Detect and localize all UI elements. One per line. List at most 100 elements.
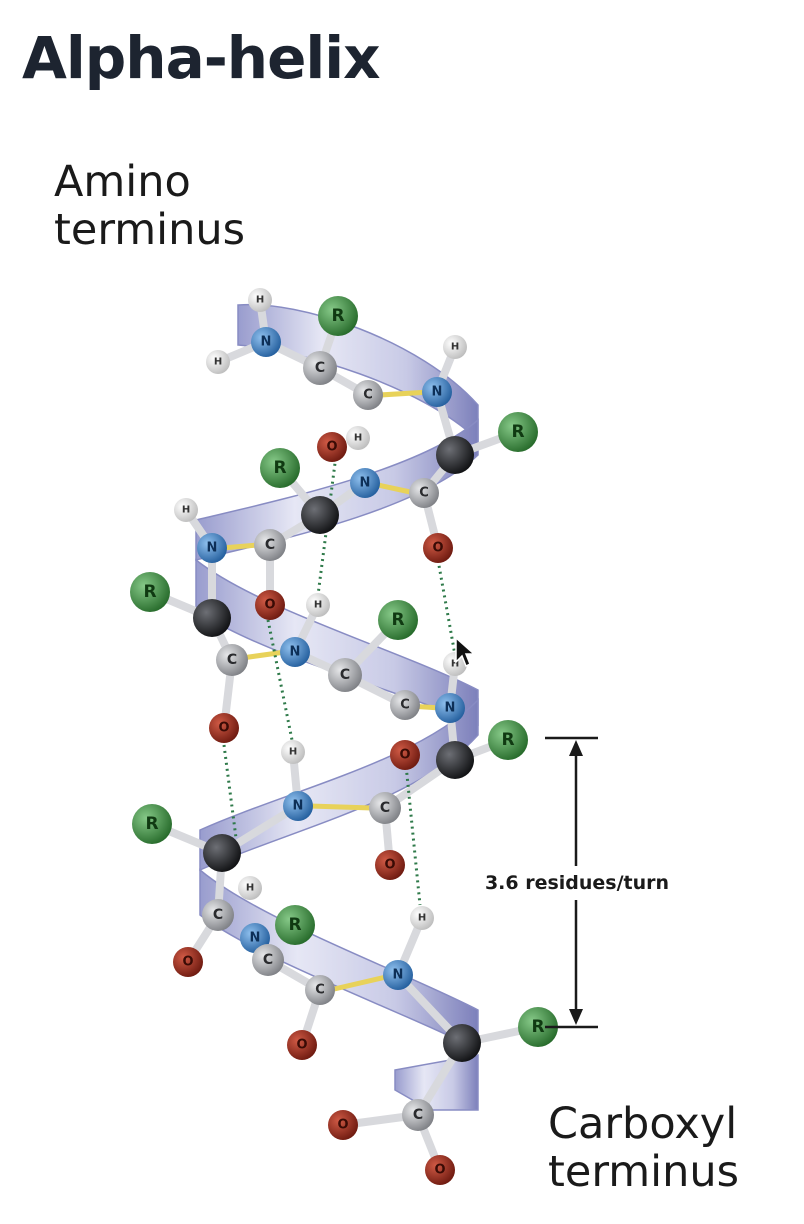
nitrogen-atom <box>197 533 227 563</box>
atom-symbol: N <box>250 931 261 946</box>
ribbon-turn-2 <box>195 558 479 727</box>
hydrogen-atom <box>410 906 434 930</box>
turn-dimension <box>545 736 598 1029</box>
nitrogen-atom <box>251 327 281 357</box>
hydrogen-atom <box>306 593 330 617</box>
atom-symbol: N <box>261 335 272 350</box>
side-chain-r <box>130 572 170 612</box>
ribbon-turn-3 <box>199 868 479 1052</box>
atom-symbol: C <box>380 800 390 816</box>
atom-symbol: N <box>293 799 304 814</box>
atom-symbol: C <box>419 486 429 501</box>
atom-symbol: N <box>290 645 301 660</box>
hydrogen-atom <box>206 350 230 374</box>
atom-symbol: O <box>264 598 275 613</box>
hydrogen-atom <box>174 498 198 522</box>
amino-terminus-line2: terminus <box>54 205 245 255</box>
alpha-carbon <box>301 496 339 534</box>
side-chain-r <box>378 600 418 640</box>
atom-symbol: C <box>265 537 275 553</box>
atom-symbol: O <box>182 955 193 970</box>
atom-symbol: O <box>434 1163 445 1178</box>
side-chain-r <box>318 296 358 336</box>
carbon-atom <box>409 478 439 508</box>
atom-symbol: C <box>263 952 273 968</box>
atom-symbol: H <box>289 747 297 758</box>
oxygen-atom <box>255 590 285 620</box>
oxygen-atom <box>173 947 203 977</box>
atoms <box>130 288 558 1185</box>
atom-symbol: R <box>331 306 344 326</box>
hydrogen-atom <box>248 288 272 312</box>
atom-symbol: N <box>360 476 371 491</box>
atom-symbol: O <box>296 1038 307 1053</box>
turn-annotation: 3.6 residues/turn <box>485 872 669 894</box>
nitrogen-atom <box>383 960 413 990</box>
atom-symbol: R <box>145 814 158 834</box>
oxygen-atom <box>423 533 453 563</box>
dimension-arrow-up <box>569 740 583 756</box>
atom-symbol: C <box>400 698 410 713</box>
atom-symbol: R <box>501 730 514 750</box>
carboxyl-terminus-label: Carboxyl terminus <box>548 1100 739 1196</box>
carbon-atom <box>305 975 335 1005</box>
atom-symbol: R <box>273 458 286 478</box>
atom-symbol: H <box>214 357 222 368</box>
oxygen-atom <box>328 1110 358 1140</box>
atom-symbol: C <box>213 907 223 923</box>
side-chain-r <box>518 1007 558 1047</box>
atom-symbol: N <box>445 701 456 716</box>
atom-symbol: R <box>531 1017 544 1037</box>
carboxyl-terminus-line1: Carboxyl <box>548 1099 738 1149</box>
atom-symbol: C <box>227 652 237 668</box>
atom-symbol: O <box>326 440 337 455</box>
atom-symbol: H <box>451 342 459 353</box>
carbon-atom <box>328 658 362 692</box>
atom-symbol: O <box>432 541 443 556</box>
nitrogen-atom <box>350 468 380 498</box>
hydrogen-atom <box>281 740 305 764</box>
carbon-atom <box>303 351 337 385</box>
nitrogen-atom <box>280 637 310 667</box>
oxygen-atom <box>317 432 347 462</box>
atom-symbol: H <box>354 433 362 444</box>
atom-symbol: N <box>207 541 218 556</box>
alpha-carbon <box>436 741 474 779</box>
carbon-atom <box>369 792 401 824</box>
alpha-carbon <box>436 436 474 474</box>
annotation-backdrop <box>466 866 688 900</box>
carboxyl-terminus-line2: terminus <box>548 1147 739 1197</box>
oxygen-atom <box>375 850 405 880</box>
atom-symbol: C <box>340 667 350 683</box>
nitrogen-atom <box>435 693 465 723</box>
atom-symbol: H <box>246 883 254 894</box>
atom-symbol: O <box>218 721 229 736</box>
atom-symbol: C <box>315 983 325 998</box>
carbon-atom <box>202 899 234 931</box>
carbon-atom <box>216 644 248 676</box>
atom-symbol: C <box>363 388 373 403</box>
atom-symbol: R <box>511 422 524 442</box>
side-chain-r <box>260 448 300 488</box>
atom-symbol: R <box>391 610 404 630</box>
atom-symbol: H <box>182 505 190 516</box>
diagram-title: Alpha-helix <box>22 24 381 92</box>
oxygen-atom <box>390 740 420 770</box>
carbon-atom <box>402 1099 434 1131</box>
oxygen-atom <box>425 1155 455 1185</box>
oxygen-atom <box>209 713 239 743</box>
amino-terminus-label: Amino terminus <box>54 158 245 254</box>
amino-terminus-line1: Amino <box>54 157 191 207</box>
nitrogen-atom <box>283 791 313 821</box>
atom-symbol: R <box>288 915 301 935</box>
carbon-atom <box>390 690 420 720</box>
atom-symbol: H <box>418 913 426 924</box>
atom-symbol: H <box>314 600 322 611</box>
mouse-cursor-icon <box>455 636 476 668</box>
atom-symbol: H <box>256 295 264 306</box>
carbon-atom <box>252 944 284 976</box>
side-chain-r <box>132 804 172 844</box>
atom-symbol: N <box>432 385 443 400</box>
